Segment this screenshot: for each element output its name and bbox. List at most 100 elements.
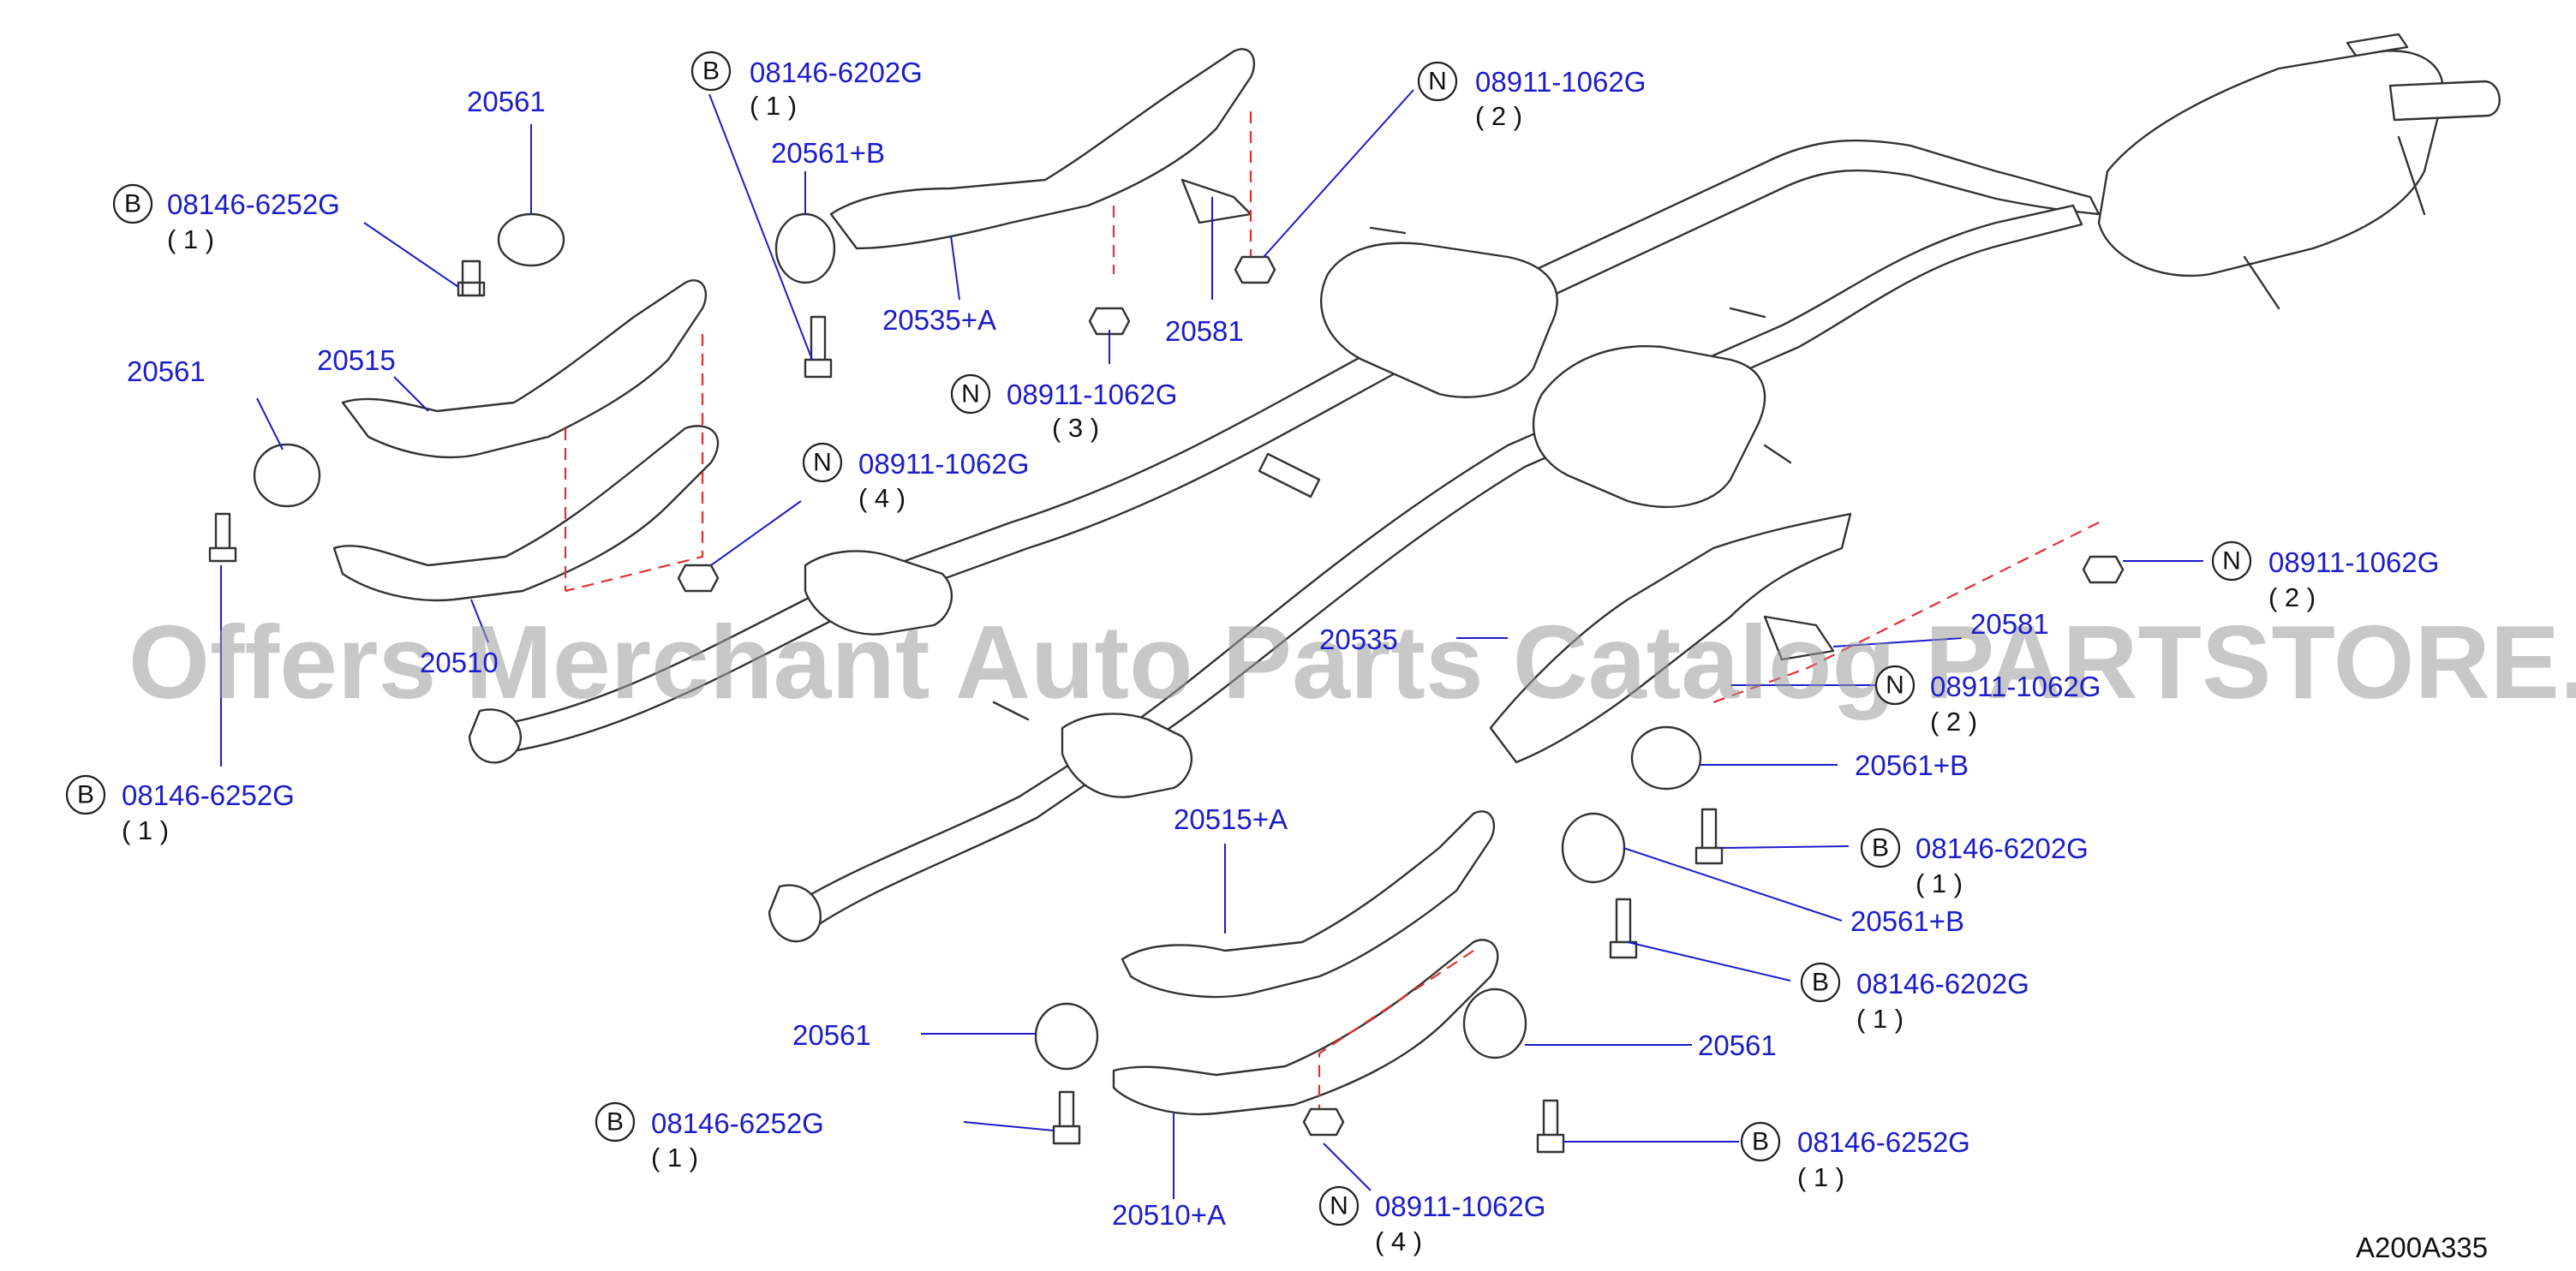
- bolt-top-left: [457, 260, 486, 297]
- callout-bolt-lower-right: B 08146-6252G ( 1 ): [1740, 1121, 1970, 1192]
- front-flange-right: [768, 884, 822, 943]
- bolt-lower-right: [1536, 1099, 1565, 1154]
- bolt-lower-left: [1052, 1090, 1081, 1145]
- svg-text:B: B: [1872, 834, 1889, 862]
- label-08911-1062g: 08911-1062G: [1475, 66, 1646, 98]
- right-heat-shields: [1489, 512, 2100, 764]
- label-qty: ( 3 ): [1052, 413, 1099, 443]
- heat-shield-20535-a: [829, 48, 1256, 250]
- label-qty: ( 4 ): [1375, 1226, 1422, 1256]
- label-08146-6252g: 08146-6252G: [651, 1107, 824, 1139]
- heat-shield-20510: [332, 425, 720, 602]
- fasteners: [208, 255, 2125, 1154]
- label-qty: ( 1 ): [750, 91, 797, 121]
- svg-text:N: N: [1886, 671, 1904, 700]
- svg-text:B: B: [124, 190, 141, 218]
- callout-bolt-right-2: B 08146-6202G ( 1 ): [1800, 962, 2029, 1034]
- callout-nut-right: N 08911-1062G ( 2 ): [2211, 540, 2439, 612]
- badge-nut-icon: [1874, 665, 1916, 706]
- label-20510-a: 20510+A: [1112, 1199, 1226, 1231]
- label-20581-right: 20581: [1970, 608, 2049, 640]
- label-qty: ( 1 ): [1797, 1162, 1844, 1192]
- label-20515: 20515: [317, 344, 396, 376]
- label-qty: ( 1 ): [651, 1143, 698, 1173]
- label-08146-6252g: 08146-6252G: [167, 188, 340, 220]
- label-20561-lower-right: 20561: [1698, 1029, 1777, 1061]
- callout-nut-left: N 08911-1062G ( 4 ): [802, 442, 1029, 513]
- nut-right: [2082, 555, 2125, 584]
- label-20581-top: 20581: [1165, 315, 1244, 347]
- label-20561-lower-left: 20561: [792, 1019, 871, 1051]
- badge-nut-icon: [802, 442, 843, 483]
- clamp-20561-b-right-2: [1561, 812, 1626, 884]
- clamp-20581-top: [1180, 178, 1252, 224]
- label-08146-6202g: 08146-6202G: [1916, 832, 2089, 864]
- callout-nut-top-right: N 08911-1062G ( 2 ): [1417, 61, 1646, 131]
- callout-bolt-left: B 08146-6252G ( 1 ): [65, 774, 295, 845]
- callout-bolt-top-left: B 08146-6252G ( 1 ): [112, 183, 340, 254]
- label-08146-6202g: 08146-6202G: [750, 57, 923, 88]
- label-08911-1062g: 08911-1062G: [2268, 546, 2439, 578]
- label-qty: ( 1 ): [122, 815, 169, 845]
- label-20561-b-right-2: 20561+B: [1850, 905, 1964, 937]
- left-heat-shields: [332, 279, 720, 602]
- clamps: [253, 212, 1702, 1071]
- clamp-20561-b-right-1: [1630, 725, 1702, 791]
- badge-bolt-icon: [595, 1101, 636, 1143]
- clamp-20581-right: [1763, 615, 1835, 661]
- label-20515-a: 20515+A: [1174, 803, 1288, 835]
- label-08911-1062g: 08911-1062G: [858, 448, 1029, 480]
- nut-top-right: [1234, 255, 1276, 284]
- label-08911-1062g: 08911-1062G: [1930, 671, 2101, 702]
- badge-bolt-icon: [1800, 962, 1841, 1003]
- label-20510: 20510: [420, 647, 499, 678]
- tail-pipe-1: [2388, 80, 2501, 122]
- badge-nut-icon: [1318, 1185, 1360, 1226]
- callout-nut-mid-right: N 08911-1062G ( 2 ): [1874, 665, 2101, 737]
- label-08146-6252g: 08146-6252G: [1797, 1126, 1970, 1158]
- label-20561-top: 20561: [467, 86, 546, 117]
- badge-bolt-icon: [112, 183, 153, 224]
- bolt-right-1: [1694, 808, 1724, 865]
- leader-lines: [220, 89, 2203, 1199]
- label-20561-left: 20561: [127, 355, 206, 387]
- badge-nut-icon: [950, 373, 991, 415]
- front-resonator-left: [804, 550, 953, 636]
- callout-nut-center: N 08911-1062G ( 3 ): [950, 373, 1177, 443]
- label-08911-1062g: 08911-1062G: [1375, 1190, 1545, 1222]
- label-20535-a: 20535+A: [882, 304, 996, 336]
- callout-nut-bottom: N 08911-1062G ( 4 ): [1318, 1185, 1545, 1256]
- center-muffler-upper: [1319, 242, 1558, 398]
- badge-bolt-icon: [1740, 1121, 1781, 1162]
- clamp-20561-b-top: [774, 212, 836, 284]
- label-08146-6202g: 08146-6202G: [1856, 968, 2029, 999]
- svg-text:B: B: [607, 1108, 624, 1137]
- exhaust-assembly-drawing: [468, 33, 2501, 943]
- label-20561-b-right-1: 20561+B: [1855, 749, 1969, 781]
- svg-text:B: B: [1752, 1128, 1769, 1156]
- svg-text:N: N: [2222, 547, 2241, 576]
- label-08911-1062g: 08911-1062G: [1007, 379, 1177, 410]
- front-resonator-right: [1061, 713, 1193, 798]
- front-pipe-upper: [478, 139, 2101, 755]
- label-qty: ( 1 ): [1856, 1004, 1904, 1034]
- label-qty: ( 2 ): [1930, 707, 1977, 737]
- badge-bolt-icon: [1860, 827, 1901, 868]
- svg-text:N: N: [1330, 1192, 1348, 1220]
- svg-text:B: B: [1812, 969, 1829, 997]
- nut-top-center: [1088, 307, 1131, 336]
- crossover-pipe: [1258, 452, 1321, 498]
- heat-shield-20515-a: [1121, 810, 1496, 999]
- clamp-20561-lower-left: [1034, 1002, 1099, 1071]
- callout-bolt-lower-left: B 08146-6252G ( 1 ): [595, 1101, 824, 1173]
- heat-shield-20515: [341, 279, 708, 459]
- bolt-right-2: [1609, 898, 1638, 959]
- center-heat-shields-top: [829, 48, 1256, 274]
- label-qty: ( 2 ): [1475, 101, 1522, 131]
- front-flange-left: [468, 708, 523, 764]
- svg-text:B: B: [77, 781, 94, 809]
- diagram-code: A200A335: [2356, 1232, 2488, 1263]
- clamp-20561-lower-right: [1462, 988, 1527, 1059]
- label-qty: ( 4 ): [858, 483, 905, 513]
